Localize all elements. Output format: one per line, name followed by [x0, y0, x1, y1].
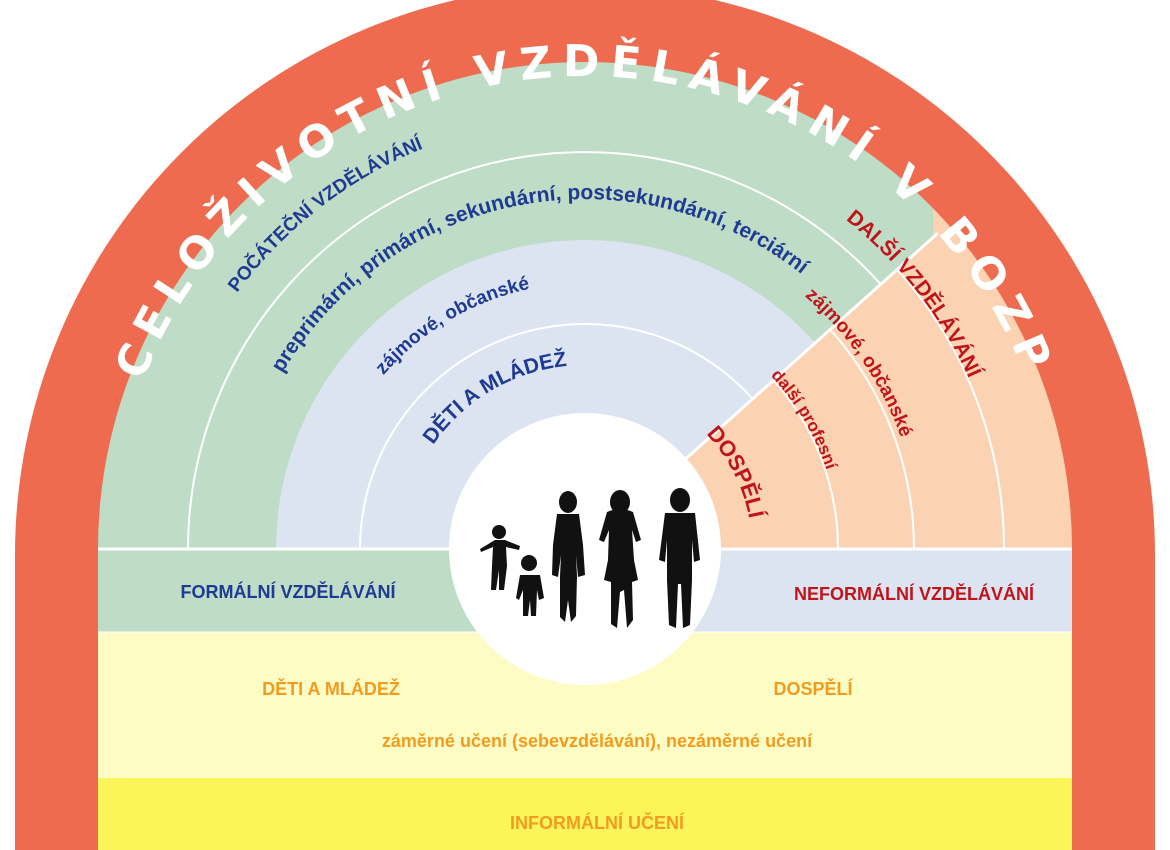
informal-youth-label: DĚTI A MLÁDEŽ [262, 678, 400, 699]
informal-label: INFORMÁLNÍ UČENÍ [510, 812, 685, 833]
informal-adults-label: DOSPĚLÍ [773, 678, 853, 699]
center-circle [449, 413, 721, 685]
nonformal-label: NEFORMÁLNÍ VZDĚLÁVÁNÍ [794, 583, 1035, 604]
family-silhouette-icon [480, 488, 700, 628]
informal-learning-text: záměrné učení (sebevzdělávání), nezáměrn… [382, 731, 813, 751]
formal-label: FORMÁLNÍ VZDĚLÁVÁNÍ [181, 581, 397, 602]
informal-band [98, 778, 1072, 850]
